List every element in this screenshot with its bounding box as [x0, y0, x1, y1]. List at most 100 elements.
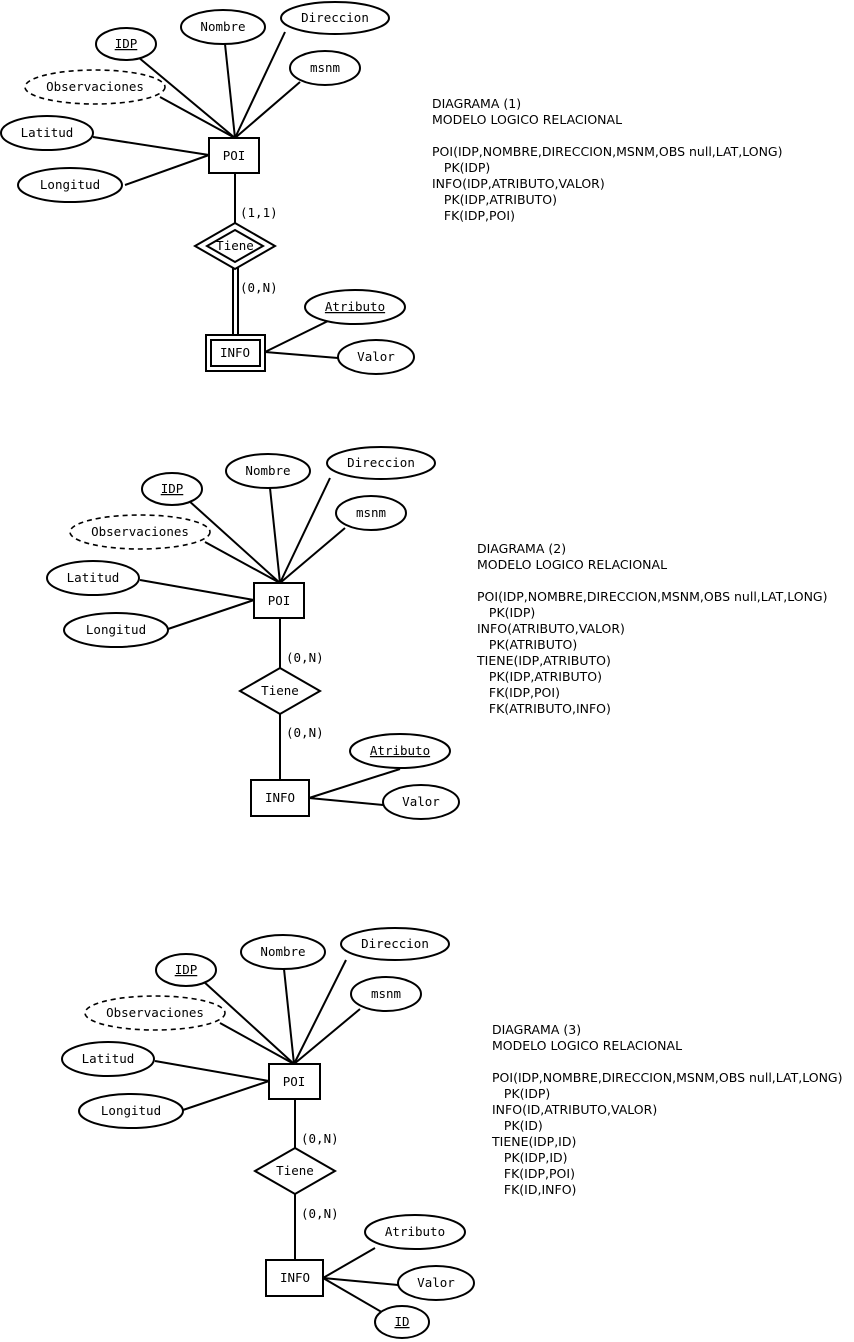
relation-tiene — [252, 1146, 338, 1196]
entity-poi-label: POI — [223, 148, 246, 163]
entity-poi — [208, 137, 260, 174]
attr-observaciones — [69, 514, 211, 550]
attr-msnm — [289, 50, 361, 86]
note-line: INFO(ATRIBUTO,VALOR) — [477, 621, 625, 636]
attr-direccion — [280, 1, 390, 35]
attr-idp — [155, 953, 217, 987]
relation-tiene-inner — [204, 228, 266, 264]
note-line: PK(IDP) — [432, 160, 490, 175]
attr-msnm-label: msnm — [371, 986, 401, 1001]
attr-valor — [382, 784, 460, 820]
entity-info-label: INFO — [280, 1270, 310, 1285]
cardinality-info-side: (0,N) — [286, 725, 324, 740]
attr-latitud-label: Latitud — [82, 1051, 135, 1066]
cardinality-info-side: (0,N) — [240, 280, 278, 295]
attr-atributo-label: Atributo — [370, 743, 430, 758]
attr-observaciones — [24, 69, 166, 105]
attr-latitud — [61, 1041, 155, 1077]
note-line: FK(IDP,POI) — [432, 208, 515, 223]
attr-longitud-label: Longitud — [86, 622, 146, 637]
attr-idp-label: IDP — [175, 962, 198, 977]
entity-info-label: INFO — [265, 790, 295, 805]
entity-poi-label: POI — [268, 593, 291, 608]
attr-msnm-label: msnm — [310, 60, 340, 75]
entity-info-label: INFO — [220, 345, 250, 360]
note-line: POI(IDP,NOMBRE,DIRECCION,MSNM,OBS null,L… — [432, 144, 782, 159]
attr-observaciones — [84, 995, 226, 1031]
attr-latitud — [0, 115, 94, 151]
attr-latitud-label: Latitud — [67, 570, 120, 585]
relational-model-notes-2: DIAGRAMA (2) MODELO LOGICO RELACIONAL PO… — [476, 541, 827, 716]
attr-nombre — [240, 934, 326, 970]
note-line: DIAGRAMA (3) — [492, 1022, 581, 1037]
note-line: MODELO LOGICO RELACIONAL — [432, 112, 622, 127]
note-line: FK(IDP,POI) — [477, 685, 560, 700]
note-line: PK(ID) — [492, 1118, 543, 1133]
attr-msnm — [335, 495, 407, 531]
attr-idp — [95, 27, 157, 61]
attr-valor-label: Valor — [402, 794, 440, 809]
attr-direccion-label: Direccion — [347, 455, 415, 470]
attr-atributo-label: Atributo — [385, 1224, 445, 1239]
note-line: FK(IDP,POI) — [492, 1166, 575, 1181]
entity-info — [250, 779, 310, 817]
attr-atributo — [349, 733, 451, 769]
entity-poi — [253, 582, 305, 619]
entity-poi-label: POI — [283, 1074, 306, 1089]
note-line: FK(ATRIBUTO,INFO) — [477, 701, 611, 716]
cardinality-poi-side: (1,1) — [240, 205, 278, 220]
diagram-3: IDP Nombre Direccion msnm Observaciones … — [61, 927, 842, 1339]
relational-model-notes-1: DIAGRAMA (1) MODELO LOGICO RELACIONAL PO… — [432, 96, 782, 223]
attr-observaciones-label: Observaciones — [46, 79, 144, 94]
attr-direccion — [326, 446, 436, 480]
attr-valor-label: Valor — [357, 349, 395, 364]
cardinality-poi-side: (0,N) — [301, 1131, 339, 1146]
attr-nombre-label: Nombre — [245, 463, 290, 478]
note-line: MODELO LOGICO RELACIONAL — [477, 557, 667, 572]
attr-nombre-label: Nombre — [260, 944, 305, 959]
attr-atributo — [304, 289, 406, 325]
entity-poi — [268, 1063, 321, 1100]
attr-idp-label: IDP — [115, 36, 138, 51]
attr-latitud-label: Latitud — [21, 125, 74, 140]
relation-tiene — [237, 666, 323, 716]
note-line: MODELO LOGICO RELACIONAL — [492, 1038, 682, 1053]
diagram-2: IDP Nombre Direccion msnm Observaciones … — [46, 446, 827, 820]
attr-nombre — [225, 453, 311, 489]
cardinality-info-side: (0,N) — [301, 1206, 339, 1221]
attr-observaciones-label: Observaciones — [106, 1005, 204, 1020]
attr-atributo-label: Atributo — [325, 299, 385, 314]
attr-valor — [337, 339, 415, 375]
attr-direccion — [340, 927, 450, 961]
attr-id-label: ID — [394, 1314, 409, 1329]
relational-model-notes-3: DIAGRAMA (3) MODELO LOGICO RELACIONAL PO… — [491, 1022, 842, 1197]
attr-longitud — [78, 1093, 184, 1129]
diagram-1: IDP Nombre Direccion msnm Observaciones … — [0, 1, 782, 375]
note-line: TIENE(IDP,ATRIBUTO) — [476, 653, 611, 668]
entity-info-inner — [210, 339, 261, 367]
attr-id — [374, 1305, 430, 1339]
relation-tiene-label: Tiene — [276, 1163, 314, 1178]
attr-idp-label: IDP — [161, 481, 184, 496]
entity-info — [265, 1259, 324, 1297]
note-line: PK(IDP,ATRIBUTO) — [432, 192, 557, 207]
attr-valor — [397, 1265, 475, 1301]
note-line: DIAGRAMA (1) — [432, 96, 521, 111]
note-line: DIAGRAMA (2) — [477, 541, 566, 556]
attr-longitud-label: Longitud — [101, 1103, 161, 1118]
note-line: INFO(IDP,ATRIBUTO,VALOR) — [432, 176, 605, 191]
note-line: PK(IDP,ATRIBUTO) — [477, 669, 602, 684]
note-line: PK(ATRIBUTO) — [477, 637, 577, 652]
note-line: PK(IDP) — [477, 605, 535, 620]
attr-direccion-label: Direccion — [361, 936, 429, 951]
note-line: INFO(ID,ATRIBUTO,VALOR) — [492, 1102, 657, 1117]
attr-msnm-label: msnm — [356, 505, 386, 520]
note-line: FK(ID,INFO) — [492, 1182, 576, 1197]
attr-valor-label: Valor — [417, 1275, 455, 1290]
attr-longitud-label: Longitud — [40, 177, 100, 192]
cardinality-poi-side: (0,N) — [286, 650, 324, 665]
note-line: POI(IDP,NOMBRE,DIRECCION,MSNM,OBS null,L… — [477, 589, 827, 604]
relation-tiene-label: Tiene — [216, 238, 254, 253]
attr-observaciones-label: Observaciones — [91, 524, 189, 539]
